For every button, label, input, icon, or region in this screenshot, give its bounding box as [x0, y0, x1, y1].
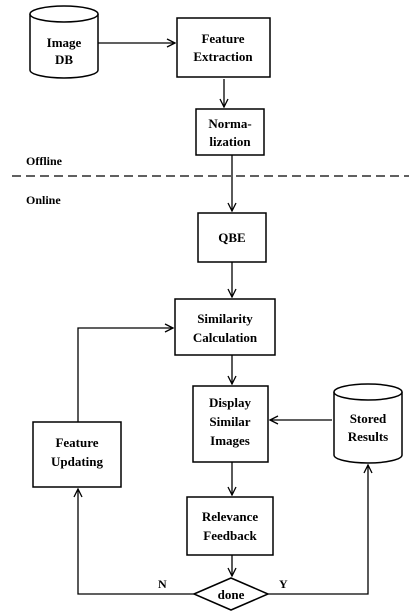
feature-extraction-label-line-2: Extraction — [193, 49, 253, 64]
image-db-node: Image DB — [29, 5, 99, 79]
normalization-label-line-2: lization — [209, 134, 251, 149]
branch-yes-label: Y — [279, 577, 288, 591]
feature-extraction-node: Feature Extraction — [176, 17, 271, 78]
feature-updating-node: Feature Updating — [32, 421, 122, 488]
similarity-calculation-node: Similarity Calculation — [174, 298, 276, 356]
image-db-label-line-1: Image — [47, 35, 82, 50]
done-label: done — [218, 587, 245, 602]
stored-results-node: Stored Results — [333, 383, 403, 464]
display-similar-images-label-line-3: Images — [210, 433, 250, 448]
relevance-feedback-label-line-2: Feedback — [203, 528, 257, 543]
feature-updating-label-line-1: Feature — [55, 435, 98, 450]
qbe-node: QBE — [197, 212, 267, 263]
feature-updating-label-line-2: Updating — [51, 454, 104, 469]
connectors — [77, 43, 368, 595]
similarity-calculation-label-line-2: Calculation — [193, 330, 258, 345]
feature-extraction-label-line-1: Feature — [201, 31, 244, 46]
similarity-calculation-label-line-1: Similarity — [197, 311, 253, 326]
edge-done-yes-to-stored — [268, 465, 368, 595]
stored-results-label-line-1: Stored — [350, 411, 387, 426]
stored-results-label-line-2: Results — [348, 429, 388, 444]
normalization-label-line-1: Norma- — [208, 116, 251, 131]
offline-label: Offline — [26, 154, 63, 168]
display-similar-images-label-line-2: Similar — [209, 414, 250, 429]
display-similar-images-node: Display Similar Images — [192, 385, 269, 463]
relevance-feedback-node: Relevance Feedback — [186, 496, 274, 556]
done-decision-node: done — [192, 577, 270, 611]
display-similar-images-label-line-1: Display — [209, 395, 251, 410]
branch-no-label: N — [158, 577, 167, 591]
online-label: Online — [26, 193, 61, 207]
relevance-feedback-label-line-1: Relevance — [202, 509, 259, 524]
qbe-label: QBE — [218, 230, 245, 245]
edge-updating-to-similarity — [77, 328, 173, 422]
normalization-node: Norma- lization — [195, 108, 265, 156]
image-db-label-line-2: DB — [55, 52, 73, 67]
edge-done-no-to-updating — [78, 489, 194, 595]
